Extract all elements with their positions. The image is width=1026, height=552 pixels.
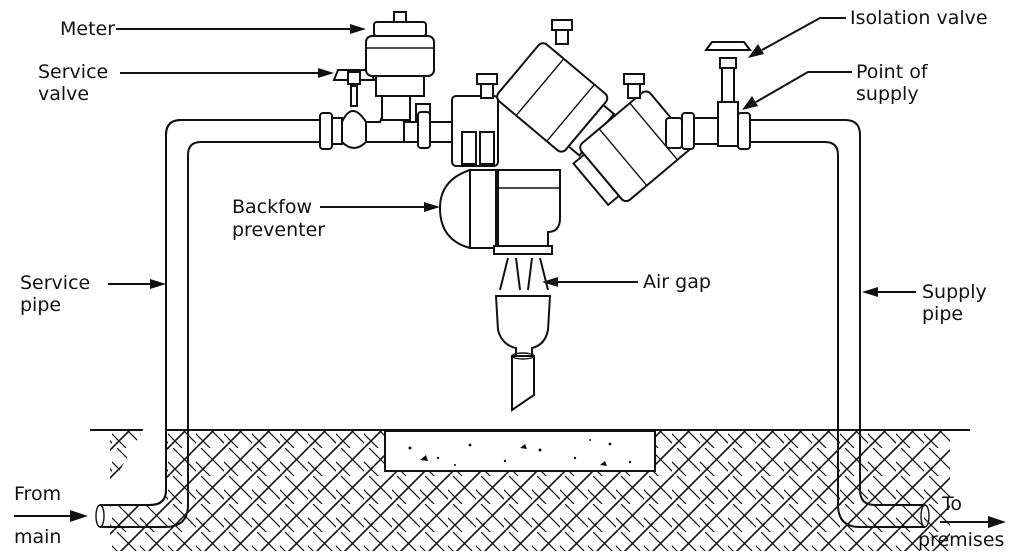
supply-pipe [740, 119, 930, 528]
label-point-of-supply-line1: Point of [856, 61, 929, 83]
label-supply-pipe: Supply pipe [862, 281, 987, 325]
ground [90, 429, 970, 551]
label-service-valve-line2: valve [38, 83, 89, 105]
test-cock-3 [623, 73, 645, 99]
label-service-pipe-line2: pipe [20, 294, 61, 316]
label-backflow-preventer: Backfow preventer [232, 196, 440, 241]
label-air-gap-text: Air gap [643, 271, 711, 293]
label-point-of-supply: Point of supply [742, 61, 929, 110]
label-isolation-valve: Isolation valve [748, 7, 988, 58]
label-from-main: From main [14, 483, 88, 548]
isolation-valve [693, 41, 752, 150]
label-service-pipe-line1: Service [20, 272, 90, 294]
concrete-speckles [408, 439, 632, 466]
test-cock-2 [551, 19, 573, 45]
label-backflow-line1: Backfow [232, 196, 312, 218]
label-service-valve: Service valve [38, 61, 334, 105]
label-service-valve-line1: Service [38, 61, 108, 83]
concrete-pad [384, 430, 656, 472]
test-cock-1 [476, 73, 498, 99]
label-meter-text: Meter [60, 18, 115, 40]
label-backflow-line2: preventer [232, 219, 325, 241]
label-to-premises-line1: To [941, 493, 962, 515]
label-service-pipe: Service pipe [20, 272, 166, 316]
label-air-gap: Air gap [542, 271, 711, 293]
meter [365, 11, 435, 97]
label-supply-pipe-line1: Supply [922, 281, 987, 303]
label-from-main-line2: main [14, 526, 61, 548]
service-pipe [95, 119, 320, 528]
label-supply-pipe-line2: pipe [922, 303, 963, 325]
label-point-of-supply-line2: supply [856, 83, 919, 105]
label-isolation-valve-text: Isolation valve [850, 7, 988, 29]
label-to-premises: To premises [918, 493, 1006, 551]
backflow-preventer [438, 19, 695, 255]
label-to-premises-line2: premises [918, 529, 1004, 551]
air-gap-funnel [494, 257, 552, 412]
label-meter: Meter [60, 18, 366, 40]
label-from-main-line1: From [14, 483, 61, 505]
service-valve [319, 69, 376, 150]
